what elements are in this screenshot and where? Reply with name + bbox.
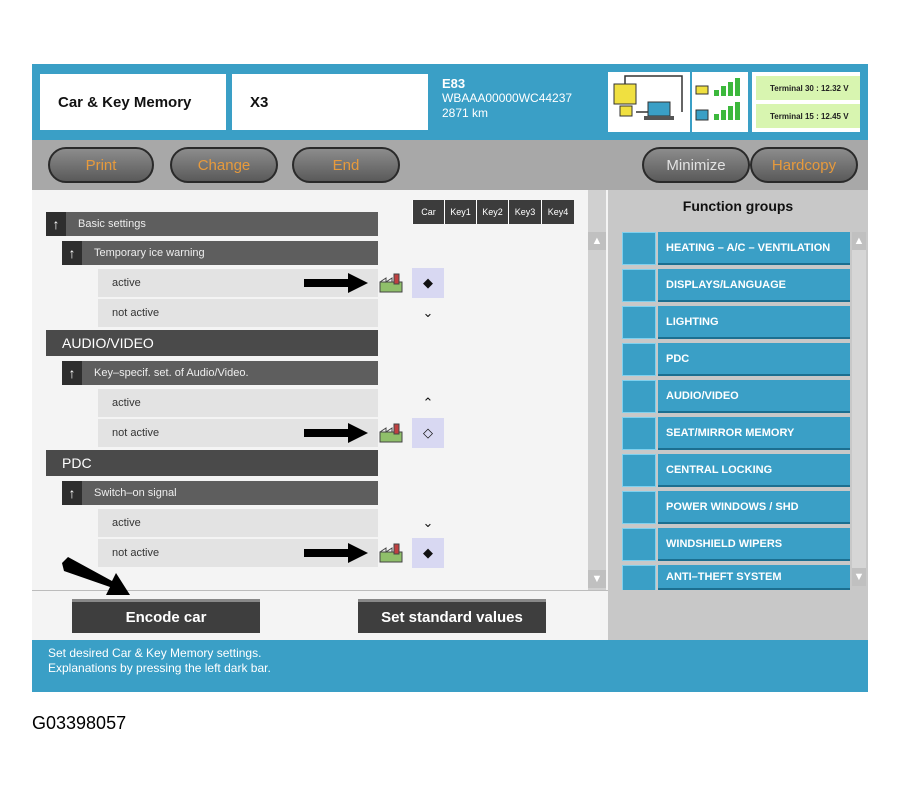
toolbar: Print Change End Minimize Hardcopy: [32, 140, 868, 190]
scroll-up-icon[interactable]: ▲: [852, 232, 866, 250]
car-value-selected[interactable]: ◆: [412, 538, 444, 568]
scroll-up-icon[interactable]: ▲: [588, 232, 606, 250]
function-group-item[interactable]: HEATING – A/C – VENTILATION: [622, 232, 850, 265]
function-groups-title: Function groups: [682, 198, 794, 214]
column-key3: Key3: [508, 200, 541, 224]
column-key4: Key4: [541, 200, 574, 224]
option-label: not active: [98, 299, 378, 327]
terminal-15: Terminal 15 : 12.45 V: [756, 104, 860, 128]
factory-setting-icon: [379, 543, 403, 563]
header-bar: Car & Key Memory X3 E83 WBAAA00000WC4423…: [32, 64, 868, 140]
settings-scrollbar[interactable]: ▲ ▼: [588, 190, 606, 590]
set-standard-values-button[interactable]: Set standard values: [358, 599, 546, 633]
minimize-button[interactable]: Minimize: [642, 147, 750, 183]
car-value-selected[interactable]: ◆: [412, 268, 444, 298]
status-bar: Set desired Car & Key Memory settings. E…: [32, 640, 868, 692]
info-bar[interactable]: ↑: [62, 481, 82, 505]
model-field: X3: [232, 74, 428, 130]
function-group-item[interactable]: SEAT/MIRROR MEMORY: [622, 417, 850, 450]
table-row: ↑ Key–specif. set. of Audio/Video.: [32, 358, 592, 388]
hardcopy-button[interactable]: Hardcopy: [750, 147, 858, 183]
arrow-down-right-icon: [62, 557, 130, 595]
setting-label: Key–specif. set. of Audio/Video.: [94, 367, 249, 379]
action-bar: Encode car Set standard values: [32, 557, 608, 641]
app-window: Car & Key Memory X3 E83 WBAAA00000WC4423…: [32, 64, 868, 692]
terminal-30: Terminal 30 : 12.32 V: [756, 76, 860, 100]
arrow-right-icon: [304, 423, 368, 443]
function-groups-panel: Function groups HEATING – A/C – VENTILAT…: [608, 190, 868, 598]
vehicle-vin: WBAAA00000WC44237: [442, 91, 573, 105]
table-row: PDC: [32, 450, 592, 480]
setting-label: Switch–on signal: [94, 487, 177, 499]
option-label: active: [98, 509, 378, 537]
vehicle-mileage: 2871 km: [442, 106, 489, 120]
print-button[interactable]: Print: [48, 147, 154, 183]
table-row: AUDIO/VIDEO: [32, 330, 592, 360]
option-label: active: [98, 389, 378, 417]
table-row: ↑ Switch–on signal: [32, 478, 592, 508]
chevron-down-icon[interactable]: ⌄: [422, 305, 434, 320]
function-title: Car & Key Memory: [40, 74, 226, 130]
status-line-1: Set desired Car & Key Memory settings.: [48, 646, 262, 660]
scroll-down-icon[interactable]: ▼: [588, 570, 606, 588]
arrow-right-icon: [304, 273, 368, 293]
signal-strength-icon: [692, 72, 748, 132]
setting-label: Temporary ice warning: [94, 247, 205, 259]
chevron-down-icon[interactable]: ⌄: [422, 515, 434, 530]
figure-caption: G03398057: [32, 713, 127, 733]
setting-label: Basic settings: [78, 218, 146, 230]
function-group-item[interactable]: POWER WINDOWS / SHD: [622, 491, 850, 524]
info-bar[interactable]: ↑: [62, 241, 82, 265]
table-row: not active ◇: [32, 418, 592, 448]
table-row: active ◆: [32, 268, 592, 298]
group-header-audio[interactable]: AUDIO/VIDEO: [46, 330, 378, 356]
chevron-up-icon[interactable]: ⌃: [422, 395, 434, 410]
settings-panel: Car Key1 Key2 Key3 Key4 ↑ Basic settings…: [32, 190, 608, 590]
table-row: ↑ Temporary ice warning: [32, 238, 592, 268]
list-item: ↑ Basic settings: [32, 212, 592, 238]
info-bar[interactable]: ↑: [46, 212, 66, 236]
vehicle-series: E83: [442, 76, 466, 91]
column-key2: Key2: [476, 200, 508, 224]
terminal-voltages: Terminal 30 : 12.32 V Terminal 15 : 12.4…: [752, 72, 860, 132]
table-row: not active ⌄: [32, 298, 592, 328]
group-header-pdc[interactable]: PDC: [46, 450, 378, 476]
encode-car-button[interactable]: Encode car: [72, 599, 260, 633]
function-group-item[interactable]: CENTRAL LOCKING: [622, 454, 850, 487]
function-group-item[interactable]: AUDIO/VIDEO: [622, 380, 850, 413]
arrow-right-icon: [304, 543, 368, 563]
factory-setting-icon: [379, 423, 403, 443]
vehicle-info: E83 WBAAA00000WC44237 2871 km: [442, 76, 572, 121]
factory-setting-icon: [379, 273, 403, 293]
info-bar[interactable]: ↑: [62, 361, 82, 385]
function-groups-scrollbar[interactable]: ▲ ▼: [852, 232, 866, 586]
function-group-item[interactable]: DISPLAYS/LANGUAGE: [622, 269, 850, 302]
scroll-down-icon[interactable]: ▼: [852, 568, 866, 586]
connection-diagram-icon: [608, 72, 690, 132]
end-button[interactable]: End: [292, 147, 400, 183]
function-group-item[interactable]: ANTI–THEFT SYSTEM: [622, 565, 850, 598]
function-group-item[interactable]: PDC: [622, 343, 850, 376]
function-group-item[interactable]: LIGHTING: [622, 306, 850, 339]
action-bar-right: [608, 590, 868, 640]
change-button[interactable]: Change: [170, 147, 278, 183]
function-group-item[interactable]: WINDSHIELD WIPERS: [622, 528, 850, 561]
column-car: Car: [412, 200, 444, 224]
table-row: active ⌄: [32, 508, 592, 538]
column-key1: Key1: [444, 200, 476, 224]
car-value-selected[interactable]: ◇: [412, 418, 444, 448]
table-row: not active ◆: [32, 538, 592, 568]
table-row: active ⌃: [32, 388, 592, 418]
status-line-2: Explanations by pressing the left dark b…: [48, 661, 271, 675]
